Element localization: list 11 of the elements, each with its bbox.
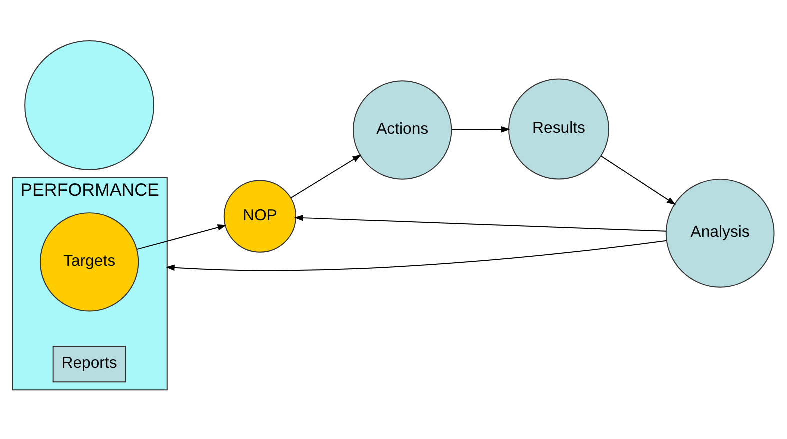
arrow	[294, 214, 666, 232]
arrow	[600, 156, 676, 206]
node-circle	[24, 40, 154, 170]
arrow	[290, 154, 362, 199]
node-box: Reports	[52, 346, 126, 383]
arrow	[452, 126, 510, 133]
node-circle: Results	[508, 78, 610, 180]
arrow	[136, 224, 227, 250]
node-circle: NOP	[224, 180, 297, 253]
arrow	[166, 240, 668, 272]
node-circle: Targets	[40, 212, 140, 312]
